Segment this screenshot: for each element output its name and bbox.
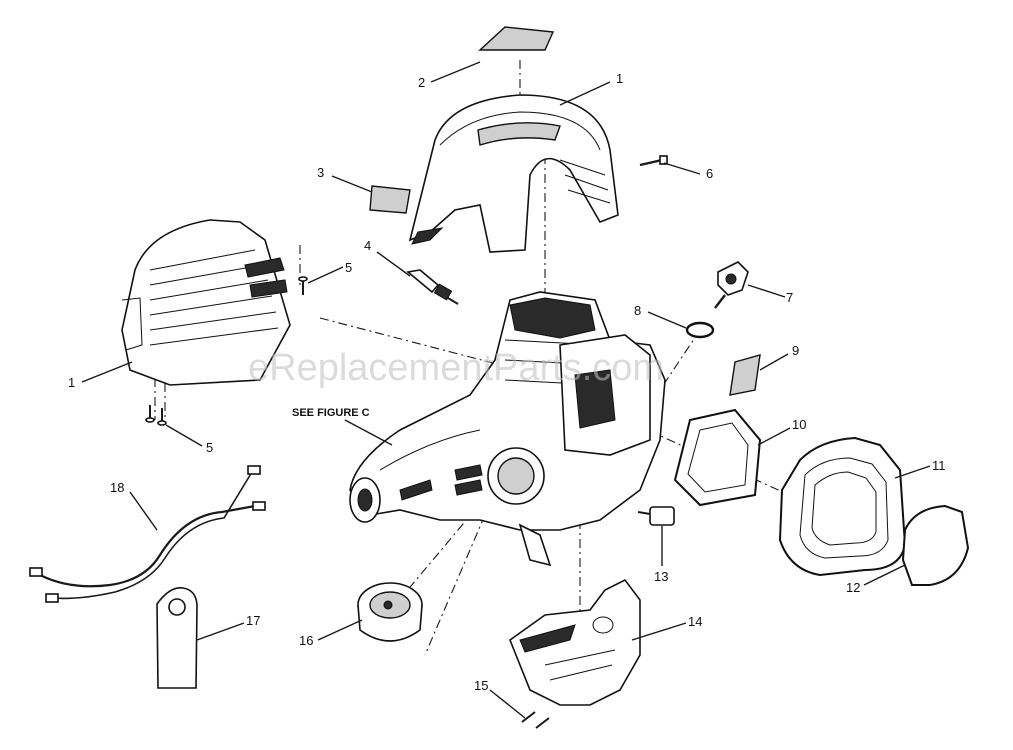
fuel-cap-part-16	[357, 582, 423, 642]
leader-lines	[81, 61, 931, 719]
engine-cover-part-1	[408, 94, 619, 253]
air-filter-cover-part-11	[778, 436, 907, 577]
callout-9: 9	[792, 343, 799, 358]
watermark-text: eReplacementParts.com	[248, 347, 664, 389]
callout-5-top: 5	[345, 260, 352, 275]
callout-11: 11	[932, 458, 946, 473]
callout-1-top-cover: 1	[616, 71, 623, 86]
callout-4: 4	[364, 238, 371, 253]
callout-13: 13	[654, 569, 668, 584]
bottom-cover-part-14	[509, 578, 641, 706]
callout-6: 6	[706, 166, 713, 181]
callout-2: 2	[418, 75, 425, 90]
air-filter-part-10	[673, 408, 762, 507]
callout-18: 18	[110, 480, 124, 495]
plate-part-17	[156, 587, 198, 689]
callout-17: 17	[246, 613, 260, 628]
callout-7: 7	[786, 290, 793, 305]
spark-plug-part-4	[406, 269, 459, 305]
screw-part-5-top	[298, 276, 308, 295]
valve-part-7	[714, 261, 749, 309]
screw-part-6	[639, 155, 668, 167]
callout-5-bottom: 5	[206, 440, 213, 455]
callout-10: 10	[792, 417, 806, 432]
filter-pad-part-12	[901, 504, 970, 586]
screws-part-15	[521, 711, 550, 729]
callout-8: 8	[634, 303, 641, 318]
callout-15: 15	[474, 678, 488, 693]
callout-14: 14	[688, 614, 702, 629]
see-figure-reference: SEE FIGURE C	[292, 407, 370, 419]
screw-part-5-bottom	[145, 405, 167, 426]
gasket-part-9	[729, 354, 761, 396]
decal-part-3	[369, 185, 411, 214]
o-ring-part-8	[685, 321, 715, 339]
bushing-part-13	[637, 506, 675, 526]
callout-12: 12	[846, 580, 860, 595]
engine-housing	[349, 291, 666, 567]
callout-1-side-cover: 1	[68, 375, 75, 390]
decal-part-2	[478, 26, 555, 51]
callout-16: 16	[299, 633, 313, 648]
wire-harness-part-18	[29, 465, 266, 603]
callout-3: 3	[317, 165, 324, 180]
side-cover-part-1	[121, 219, 291, 386]
